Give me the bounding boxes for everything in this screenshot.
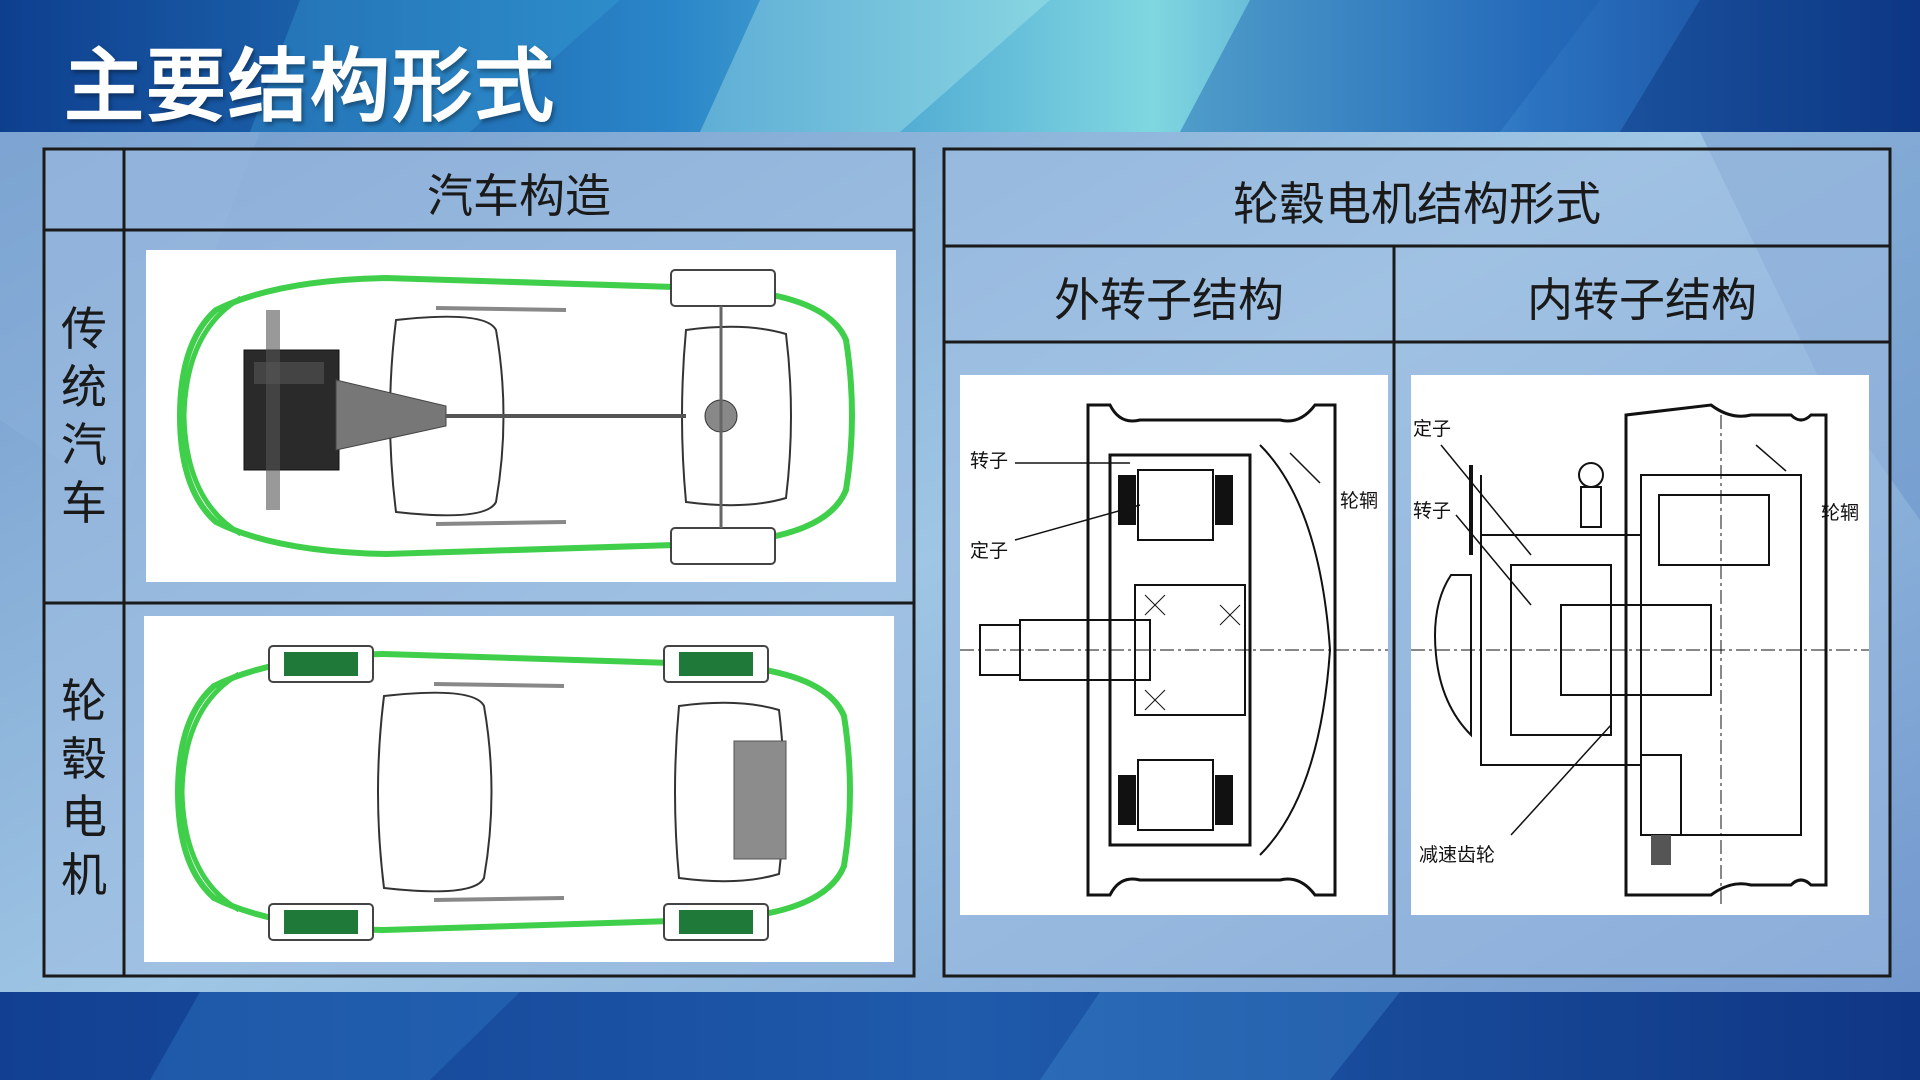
hub-motor-car-diagram <box>144 616 894 962</box>
inner-rim-label: 轮辋 <box>1821 502 1859 524</box>
outer-rim-label: 轮辋 <box>1340 490 1378 512</box>
right-table-header: 轮毂电机结构形式 <box>1233 177 1601 231</box>
outer-rotor-label: 转子 <box>970 450 1008 472</box>
outer-rotor-diagram: 转子 定子 轮辋 <box>960 375 1388 915</box>
inner-gear-label: 减速齿轮 <box>1419 844 1495 866</box>
left-column-header: 汽车构造 <box>427 169 611 223</box>
inner-rotor-label: 转子 <box>1413 500 1451 522</box>
slide-title: 主要结构形式 <box>64 40 556 133</box>
row-label-traditional-car: 传 统 汽 车 <box>61 302 107 530</box>
traditional-car-diagram <box>146 250 896 582</box>
outer-stator-label: 定子 <box>970 540 1008 562</box>
column-header-inner-rotor: 内转子结构 <box>1527 273 1757 327</box>
column-header-outer-rotor: 外转子结构 <box>1054 273 1284 327</box>
row-label-hub-motor: 轮 毂 电 机 <box>61 674 107 902</box>
inner-rotor-diagram: 定子 转子 轮辋 减速齿轮 <box>1411 375 1869 915</box>
inner-stator-label: 定子 <box>1413 418 1451 440</box>
